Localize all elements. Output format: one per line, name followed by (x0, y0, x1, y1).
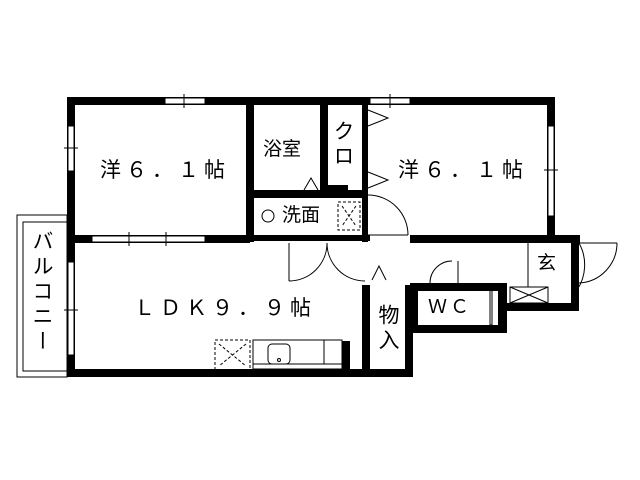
room-label-storage: 物入 (376, 304, 400, 354)
room-label-western-2: 洋６．１帖 (398, 158, 528, 182)
room-label-western-1: 洋６．１帖 (100, 158, 230, 182)
room-label-ldk: ＬＤＫ９．９帖 (134, 296, 316, 320)
room-label-toilet: ＷＣ (428, 296, 473, 318)
fixtures (214, 201, 549, 371)
room-label-entrance: 玄 (537, 252, 557, 274)
room-label-bathroom: 浴室 (263, 138, 302, 160)
balcony-outline (16, 214, 68, 378)
room-label-closet: クロ (331, 120, 355, 170)
door-swings (288, 109, 618, 291)
room-label-washroom: 洗面 (282, 204, 321, 226)
room-label-balcony: バルコニー (30, 230, 54, 355)
windows (64, 94, 558, 356)
